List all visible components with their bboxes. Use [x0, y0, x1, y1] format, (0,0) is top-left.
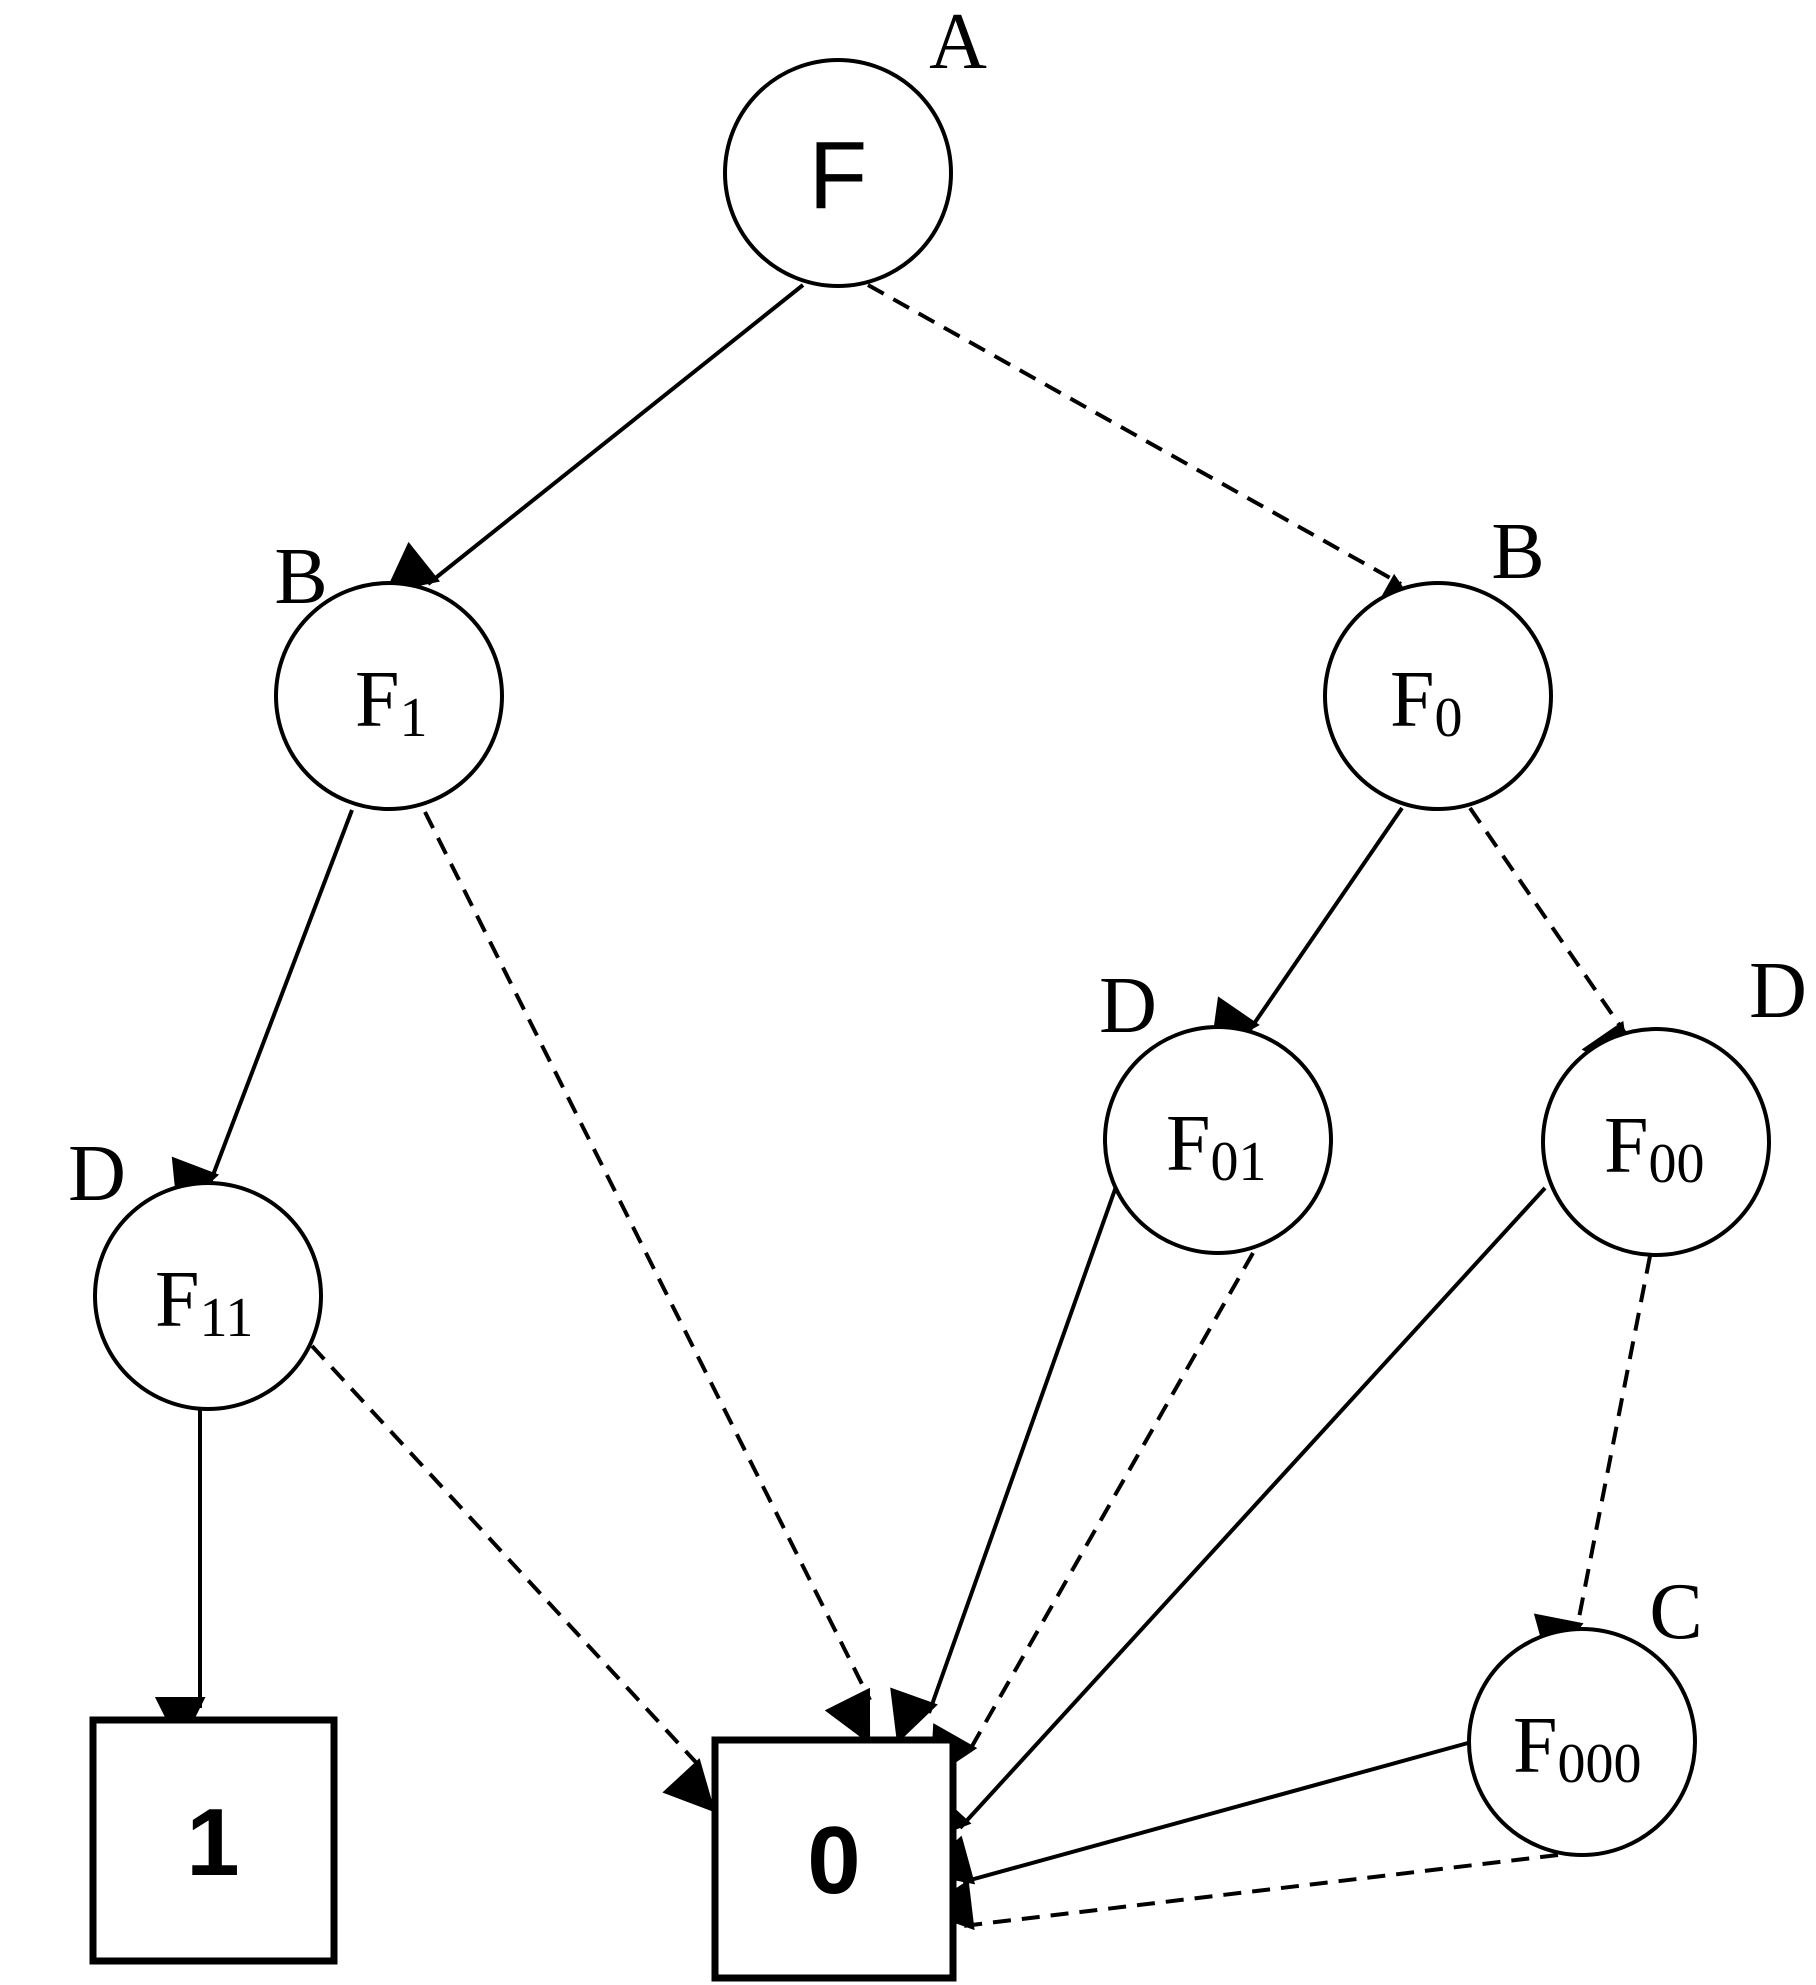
edge-f000-to-zero-dashed [921, 1853, 1559, 1931]
edge-f11-to-zero-dashed [310, 1344, 716, 1813]
node-f0-circle [1323, 581, 1553, 811]
node-f000-variable-label: C [1649, 1568, 1702, 1656]
node-f-label: F [809, 122, 868, 229]
node-f000: F000 C [1467, 1568, 1703, 1857]
edge-f1-to-zero-dashed [423, 811, 872, 1745]
node-f01-variable-label: D [1099, 962, 1157, 1050]
edge-f1-to-f11-solid [171, 809, 354, 1213]
node-f0-label: F0 [1390, 656, 1463, 749]
terminal-zero-box [711, 1736, 957, 1982]
edge-f000-to-zero-solid [919, 1741, 1469, 1885]
node-f01-label: F01 [1166, 1100, 1267, 1193]
node-f00-circle [1541, 1027, 1771, 1257]
node-f1-circle [274, 581, 504, 811]
edge-f0-to-f01-solid [1210, 806, 1404, 1053]
edge-f01-to-zero-dashed [930, 1252, 1255, 1780]
node-f1: F1 B [274, 533, 504, 811]
node-f1-variable-label: B [274, 533, 327, 621]
node-f00-variable-label: D [1749, 947, 1807, 1035]
terminal-zero-label: 0 [807, 1807, 860, 1914]
node-f11-circle [93, 1181, 323, 1411]
node-f1-label: F1 [355, 656, 428, 749]
edge-f01-to-zero-solid [890, 1180, 1120, 1744]
node-f01: F01 D [1099, 962, 1333, 1255]
node-f11-label: F11 [155, 1256, 253, 1349]
edge-f-to-f1-solid [384, 283, 805, 594]
edge-f00-to-zero-solid [918, 1186, 1547, 1844]
terminal-zero: 0 [711, 1736, 957, 1982]
node-f000-circle [1467, 1627, 1697, 1857]
edges-layer [154, 283, 1652, 1931]
nodes-layer: F A F1 B F0 B F11 D F01 D [68, 0, 1807, 1982]
node-f11-variable-label: D [68, 1130, 126, 1218]
node-f0-variable-label: B [1491, 508, 1544, 596]
node-f-variable-label: A [929, 0, 987, 86]
node-f00: F00 D [1541, 947, 1807, 1257]
edge-f0-to-f00-dashed [1468, 806, 1632, 1077]
node-f01-circle [1103, 1025, 1333, 1255]
node-f0: F0 B [1323, 508, 1553, 811]
terminal-one-label: 1 [186, 1789, 239, 1896]
terminal-one: 1 [89, 1716, 338, 1965]
edge-f-to-f0-dashed [867, 283, 1426, 621]
node-f00-label: F00 [1604, 1102, 1705, 1195]
node-f: F A [723, 0, 987, 288]
node-f000-label: F000 [1513, 1702, 1642, 1795]
terminal-one-box [89, 1716, 338, 1965]
edge-f00-to-f000-dashed [1533, 1255, 1652, 1669]
node-f11: F11 D [68, 1130, 323, 1411]
node-f-circle [723, 58, 953, 288]
